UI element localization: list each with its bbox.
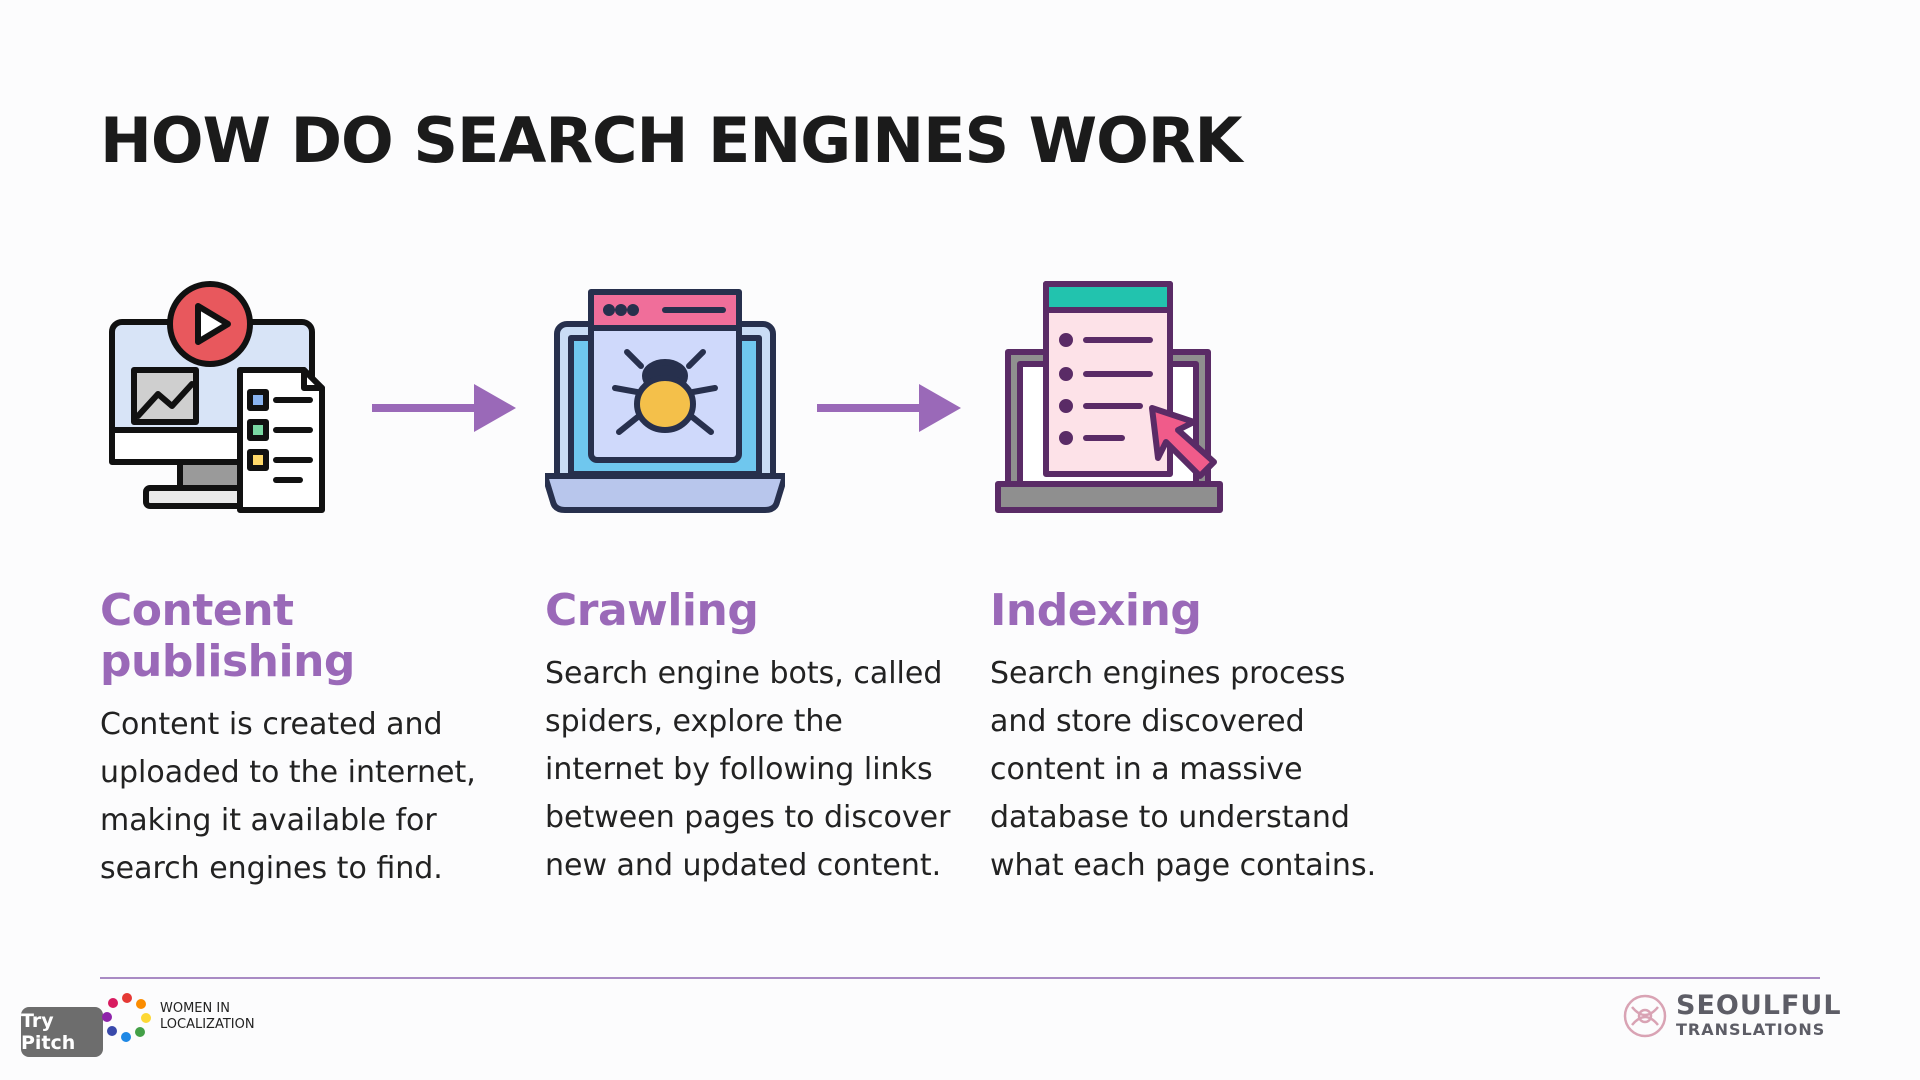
people-circle-icon — [102, 993, 151, 1042]
laptop-spider-icon — [545, 289, 785, 513]
monitor-media-icon — [109, 281, 325, 513]
step-description: Content is created and uploaded to the i… — [100, 707, 476, 886]
seoulful-translations-logo: SEOULFUL TRANSLATIONS — [1622, 992, 1842, 1040]
step-description: Search engines process and store discove… — [990, 656, 1377, 883]
women-in-localization-logo: WOMEN IN LOCALIZATION — [102, 992, 255, 1042]
arrow-right-icon — [372, 384, 516, 432]
step-heading: Crawling — [545, 585, 759, 636]
seoulful-name: SEOULFUL — [1676, 990, 1842, 1021]
step-description: Search engine bots, called spiders, expl… — [545, 656, 951, 883]
try-pitch-button[interactable]: Try Pitch — [21, 1007, 103, 1057]
page-title: HOW DO SEARCH ENGINES WORK — [100, 104, 1243, 177]
step-indexing: Indexing Search engines process and stor… — [990, 585, 1410, 890]
step-heading: Content publishing — [100, 585, 355, 687]
seoulful-emblem-icon — [1623, 994, 1667, 1038]
seoulful-subtitle: TRANSLATIONS — [1676, 1020, 1826, 1039]
footer-divider — [100, 977, 1820, 979]
step-content-publishing: Content publishing Content is created an… — [100, 585, 520, 893]
arrow-right-icon — [817, 384, 961, 432]
step-crawling: Crawling Search engine bots, called spid… — [545, 585, 965, 890]
wil-line-1: WOMEN IN — [160, 1001, 230, 1016]
wil-line-2: LOCALIZATION — [160, 1017, 255, 1032]
laptop-index-icon — [995, 281, 1223, 513]
step-heading: Indexing — [990, 585, 1202, 636]
